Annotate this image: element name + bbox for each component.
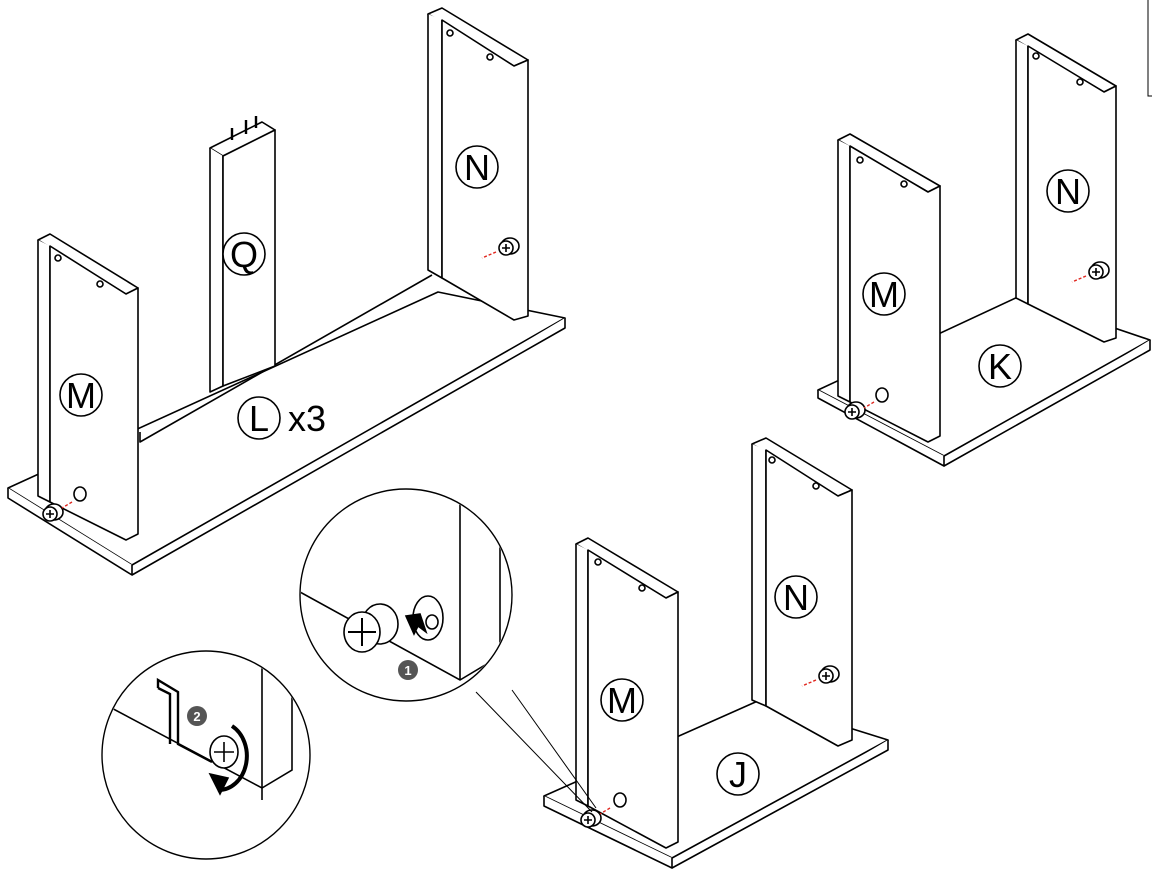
rotate-arrow-icon [217,724,249,793]
part-label-n: N [783,577,809,618]
part-label-q: Q [230,234,258,275]
part-label-k: K [988,346,1012,387]
step-2-label: 2 [193,709,200,724]
labels-right: N M K [862,169,1090,388]
callout-cam-insert: 1 [299,488,513,702]
arrow-icon [404,613,428,636]
step-1-label: 1 [404,663,411,678]
assembly-right [817,33,1151,467]
step-badge-1 [398,660,418,680]
callout-leader [475,689,597,813]
assembly-bottom [543,437,889,869]
cam-lock-icon [343,603,399,653]
callout-allen-key: 2 [101,650,311,860]
part-label-m: M [607,680,637,721]
part-label-j: J [729,754,747,795]
part-label-m: M [869,274,899,315]
part-label-m: M [66,375,96,416]
part-label-l: L [249,398,269,439]
step-badge-2 [187,706,207,726]
part-label-n: N [1055,171,1081,212]
allen-key-icon [156,677,213,764]
quantity-label: x3 [288,398,326,439]
labels-left: N Q M L x3 [59,145,499,440]
page-frame-edge [1147,0,1152,97]
labels-bottom: N M J [600,575,818,796]
assembly-left [7,7,566,576]
board-l [7,274,566,576]
part-label-n: N [464,147,490,188]
